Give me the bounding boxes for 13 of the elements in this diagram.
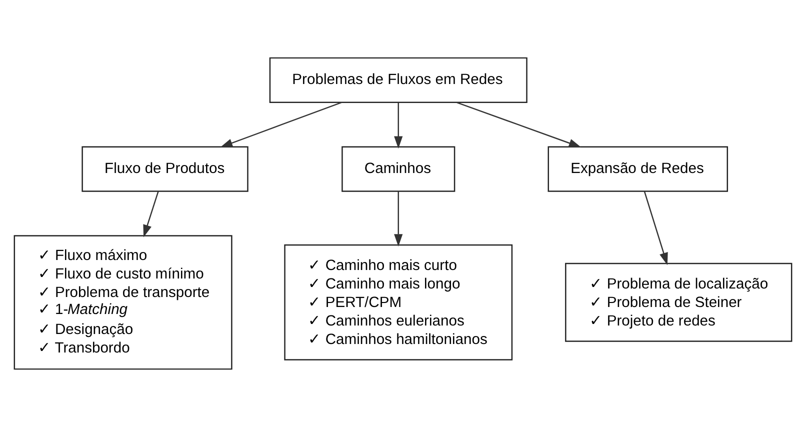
- arrow: [456, 102, 581, 148]
- arrow: [394, 191, 402, 246]
- node-box: Problemas de Fluxos em Redes: [268, 57, 527, 103]
- node-box: Fluxo de Produtos: [81, 146, 248, 192]
- node-box: ✓ Fluxo máximo ✓ Fluxo de custo mínimo ✓ Problema de transporte ✓ 1-Matching ✓ Designação ✓ Transbordo: [13, 235, 232, 370]
- arrow: [220, 102, 341, 148]
- node-box: Caminhos: [341, 146, 455, 192]
- node-box: Expansão de Redes: [547, 146, 728, 192]
- node-box: ✓ Problema de localização ✓ Problema de Steiner ✓ Projeto de redes: [564, 262, 792, 342]
- arrow: [394, 102, 402, 149]
- node-box: ✓ Caminho mais curto ✓ Caminho mais longo ✓ PERT/CPM ✓ Caminhos eulerianos ✓ Caminhos hamiltonianos: [284, 244, 512, 360]
- arrow: [142, 191, 158, 238]
- arrow: [643, 191, 668, 266]
